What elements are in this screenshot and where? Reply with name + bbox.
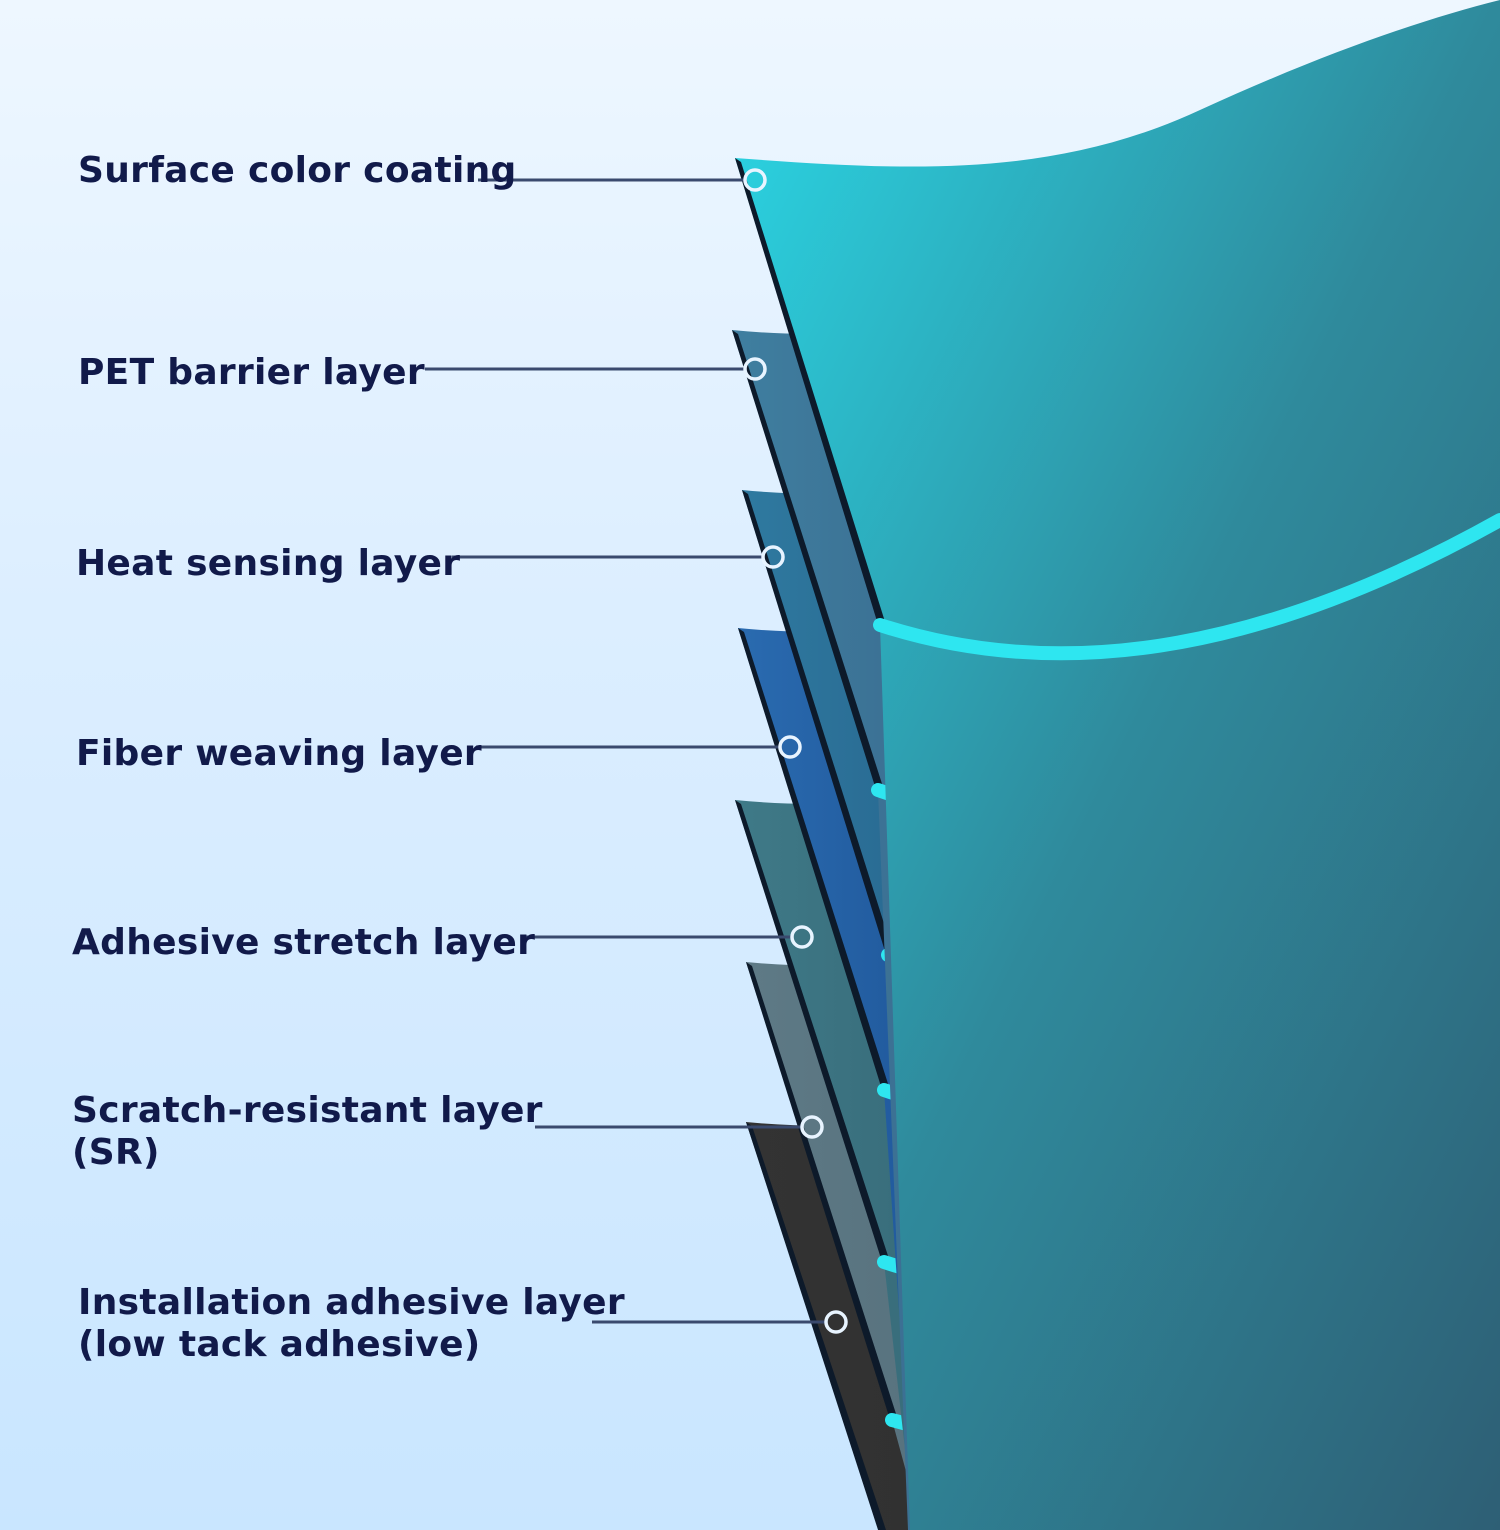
label-line-heat-0: Heat sensing layer (76, 543, 461, 584)
label-adhesive-stretch: Adhesive stretch layer (72, 922, 535, 964)
layer-sheet-surface (735, 0, 1500, 1530)
label-installation: Installation adhesive layer(low tack adh… (78, 1282, 625, 1366)
marker-adhesive-stretch (790, 925, 814, 949)
layer-edge-installation (746, 1122, 886, 1530)
label-line-installation-1: (low tack adhesive) (78, 1324, 481, 1365)
label-heat: Heat sensing layer (76, 543, 460, 585)
marker-heat (761, 545, 785, 569)
marker-installation (824, 1310, 848, 1334)
label-line-fiber-0: Fiber weaving layer (76, 733, 482, 774)
label-surface: Surface color coating (78, 150, 517, 192)
leaders-group (425, 168, 848, 1334)
label-scratch: Scratch-resistant layer(SR) (72, 1090, 543, 1174)
marker-surface (743, 168, 767, 192)
label-line-adhesive-stretch-0: Adhesive stretch layer (72, 922, 536, 963)
layer-edge-heat (742, 490, 894, 961)
marker-fiber (778, 735, 802, 759)
layer-edge-surface (735, 158, 886, 631)
layer-edge-adhesive-stretch (735, 800, 890, 1268)
layers-group (732, 0, 1500, 1530)
label-line-surface-0: Surface color coating (78, 150, 517, 191)
layer-highlight-surface (873, 513, 1500, 661)
label-fiber: Fiber weaving layer (76, 733, 482, 775)
marker-pet (743, 357, 767, 381)
label-line-installation-0: Installation adhesive layer (78, 1282, 625, 1323)
marker-scratch (800, 1115, 824, 1139)
layer-edge-pet (732, 330, 884, 796)
label-pet: PET barrier layer (78, 352, 425, 394)
label-line-pet-0: PET barrier layer (78, 352, 425, 393)
layer-edge-scratch (746, 962, 898, 1426)
layer-edge-fiber (738, 628, 890, 1096)
label-line-scratch-0: Scratch-resistant layer (72, 1090, 543, 1131)
label-line-scratch-1: (SR) (72, 1132, 160, 1173)
